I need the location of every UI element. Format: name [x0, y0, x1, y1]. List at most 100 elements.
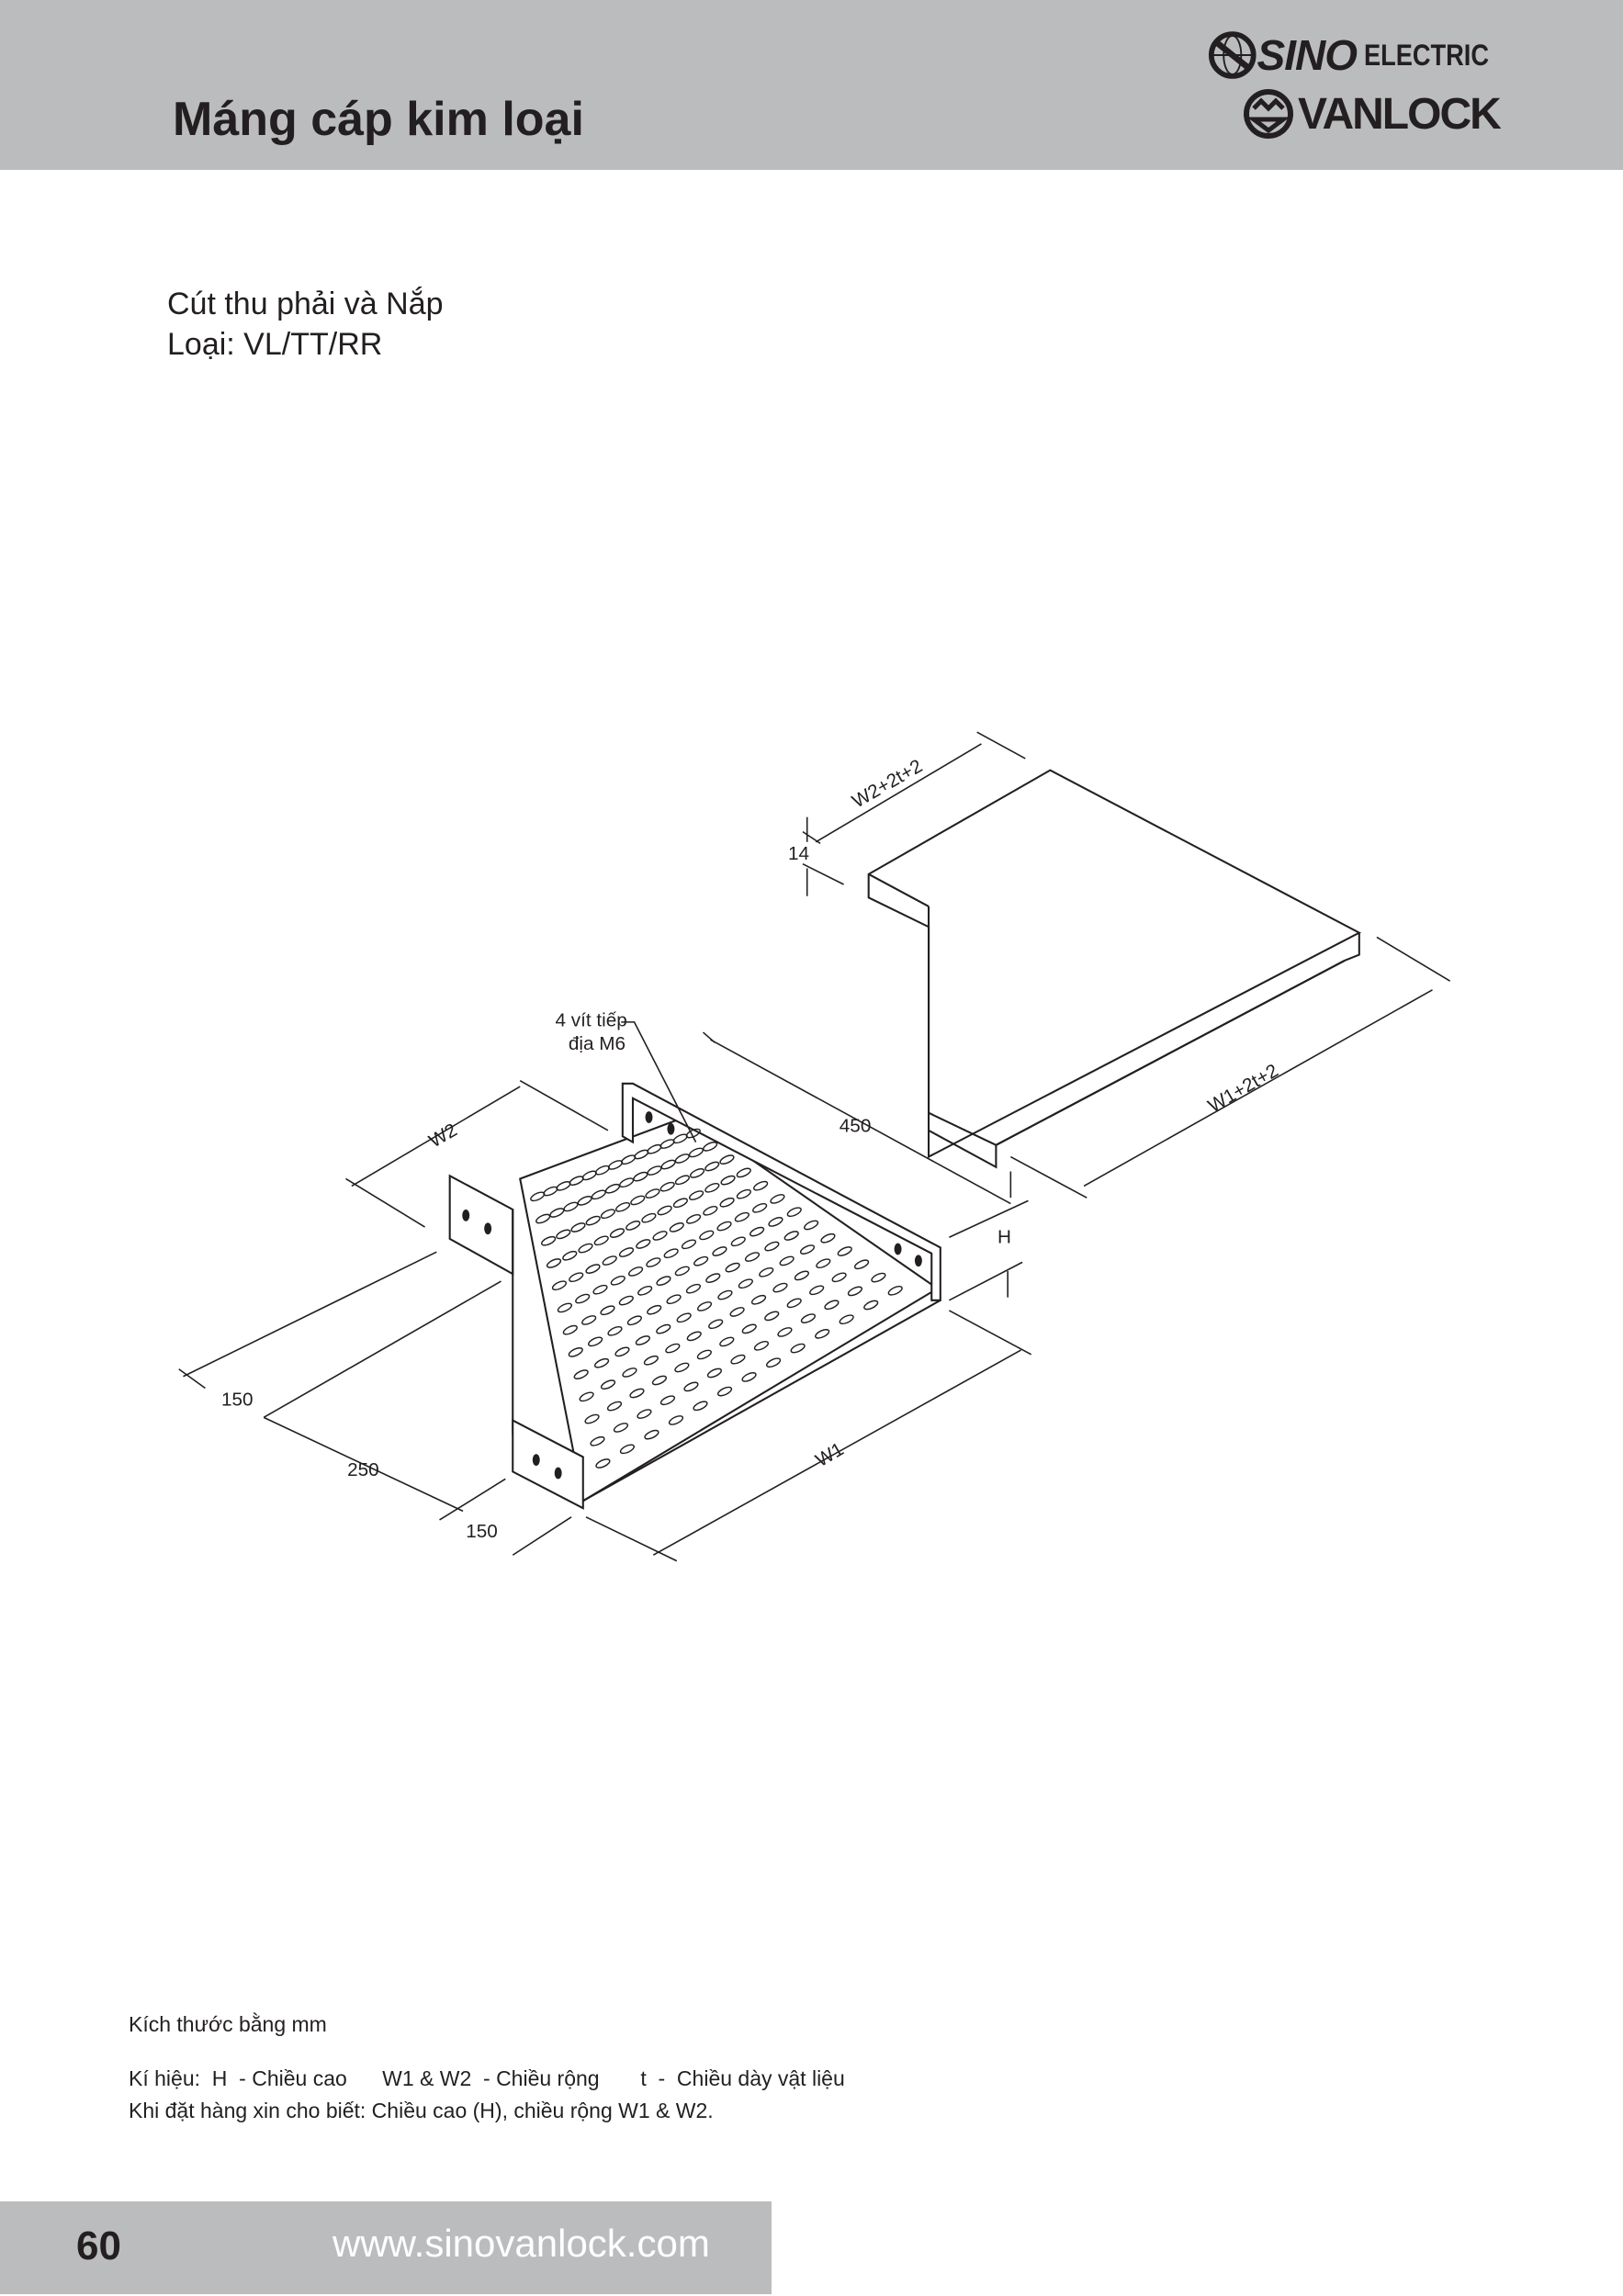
page-footer: 60 www.sinovanlock.com: [0, 2201, 772, 2294]
label-screw-2: địa M6: [569, 1033, 626, 1054]
dimension-lines: [178, 731, 1451, 1562]
perforation-hole: [800, 1313, 817, 1323]
perforation-hole: [720, 1175, 736, 1186]
perforation-hole: [570, 1222, 586, 1232]
label-150-b: 150: [466, 1521, 498, 1542]
perforation-hole: [579, 1391, 594, 1402]
perforation-hole: [871, 1272, 886, 1283]
perforation-hole: [730, 1236, 746, 1247]
perforation-hole: [772, 1282, 788, 1293]
perforation-hole: [556, 1229, 571, 1240]
perforation-hole: [764, 1311, 780, 1322]
perforation-hole: [693, 1401, 708, 1412]
perforation-hole: [786, 1298, 802, 1309]
perforation-hole: [716, 1221, 732, 1232]
perforation-hole: [588, 1336, 603, 1347]
perforation-hole: [551, 1280, 568, 1291]
perforation-hole: [656, 1323, 671, 1334]
perforation-hole: [704, 1182, 720, 1193]
label-150-a: 150: [221, 1390, 254, 1411]
perforation-hole: [685, 1213, 702, 1224]
perforation-hole: [699, 1230, 715, 1241]
perforation-hole: [734, 1211, 750, 1222]
perforation-hole: [626, 1315, 642, 1326]
perforation-hole: [853, 1259, 870, 1270]
perforation-hole: [619, 1444, 636, 1455]
perforation-hole: [674, 1175, 690, 1186]
label-450: 450: [840, 1115, 872, 1136]
perforation-hole: [730, 1354, 746, 1365]
logo-sino: SINO: [1257, 31, 1358, 79]
perforation-hole: [613, 1423, 629, 1433]
perforation-hole: [783, 1231, 799, 1241]
perforation-hole: [790, 1343, 806, 1354]
perforation-hole: [706, 1367, 723, 1379]
perforation-hole: [568, 1347, 583, 1357]
perforation-hole: [753, 1340, 770, 1351]
perforation-hole: [657, 1205, 672, 1216]
label-w1: W1: [812, 1438, 847, 1470]
label-flange: 14: [788, 843, 809, 864]
perforation-hole: [799, 1244, 816, 1255]
globe-logo-icon: [1208, 31, 1257, 79]
perforation-hole: [643, 1355, 659, 1366]
perforation-hole: [764, 1241, 780, 1252]
perforation-hole: [637, 1409, 652, 1419]
perforation-hole: [741, 1372, 757, 1382]
perforation-hole: [752, 1202, 768, 1213]
perforation-hole: [600, 1305, 615, 1316]
perforation-hole: [600, 1379, 616, 1390]
perforation-hole: [719, 1197, 735, 1208]
page-title: Máng cáp kim loại: [173, 93, 584, 146]
perforation-hole: [689, 1168, 705, 1178]
perforation-hole: [627, 1266, 644, 1277]
perforation-hole: [712, 1246, 727, 1256]
perforation-hole: [768, 1217, 783, 1227]
perforation-hole: [659, 1181, 675, 1192]
perforation-hole: [815, 1329, 830, 1339]
perforation-hole: [614, 1346, 630, 1357]
perforation-hole: [686, 1331, 702, 1342]
perforation-hole: [744, 1252, 761, 1262]
label-h: H: [997, 1227, 1011, 1248]
logo-electric: ELECTRIC: [1364, 38, 1489, 72]
perforation-hole: [696, 1301, 713, 1311]
perforation-hole: [816, 1258, 831, 1269]
perforation-hole: [750, 1294, 767, 1305]
perforation-hole: [703, 1205, 718, 1216]
perforation-hole: [635, 1335, 650, 1345]
perforation-hole: [569, 1272, 584, 1283]
perforation-hole: [584, 1413, 600, 1424]
perforation-hole: [668, 1415, 684, 1425]
units-note: Kích thước bằng mm: [129, 2012, 327, 2036]
perforation-hole: [659, 1395, 676, 1406]
perforation-hole: [585, 1264, 601, 1274]
perforation-hole: [759, 1266, 774, 1277]
perforation-hole: [839, 1314, 854, 1325]
perforation-hole: [602, 1255, 617, 1266]
screw-holes: [462, 1111, 922, 1480]
perforation-hole: [557, 1302, 572, 1313]
perforation-hole: [719, 1154, 735, 1165]
perforation-hole: [716, 1386, 733, 1397]
perforation-hole: [546, 1258, 562, 1268]
perforation-hole: [646, 1257, 661, 1267]
website-link[interactable]: www.sinovanlock.com: [332, 2222, 710, 2265]
perforation-hole: [777, 1327, 793, 1337]
label-screw-1: 4 vít tiếp: [555, 1010, 626, 1031]
perforation-hole: [696, 1349, 712, 1360]
perforation-hole: [541, 1235, 557, 1246]
perforation-hole: [770, 1194, 785, 1204]
perforation-hole: [820, 1232, 836, 1244]
perforation-hole: [887, 1285, 903, 1296]
perforation-hole: [738, 1278, 753, 1289]
perforation-hole: [750, 1226, 765, 1237]
perforation-hole: [717, 1289, 733, 1300]
perforation-hole: [630, 1195, 646, 1206]
perforation-hole: [644, 1429, 659, 1440]
vanlock-emblem-icon: [1244, 89, 1293, 139]
perforation-hole: [645, 1188, 660, 1199]
perforation-hole: [794, 1270, 809, 1281]
perforation-hole: [622, 1367, 637, 1378]
perforation-hole: [647, 1304, 662, 1315]
